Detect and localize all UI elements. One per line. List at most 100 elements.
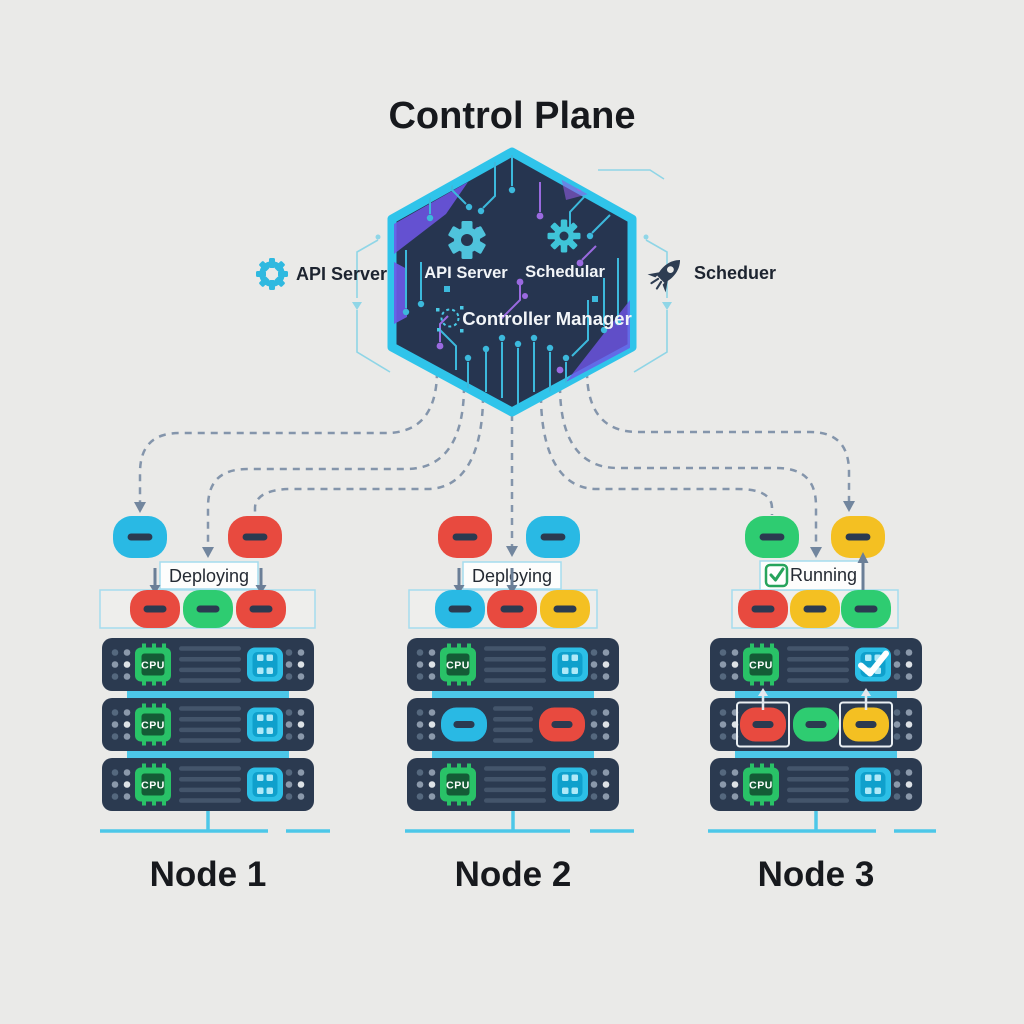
server-led-dot [111,673,119,680]
dashed-connector-node1-status [206,385,466,548]
vent-slot [179,766,241,771]
server-led-dot [602,781,610,788]
purple-wedge [566,300,630,382]
vent-slot [179,777,241,782]
echo-line [633,310,668,373]
server-led-dot [428,709,436,716]
vent-slot [179,727,241,733]
vent-slot [179,667,241,673]
server-led-dot [602,793,610,800]
dashed-connector-node3-pod2 [539,395,774,515]
server-led-dot [297,721,305,728]
vent-slot [484,766,546,771]
hexagon-border [387,147,637,417]
grid-chip-icon [247,767,283,802]
server-led-dot [111,793,119,800]
pod-dash-icon [196,605,220,613]
check-badge-icon [858,650,889,677]
server-led-dot [719,673,727,680]
server-led-dot [416,733,424,740]
pod-dash-icon [854,605,878,613]
server-unit: CPU [102,638,314,691]
right-annotation-label: Scheduer [694,263,776,283]
server-led-dot [719,661,727,668]
cpu-chip-icon: CPU [743,643,779,686]
server-led-dot [285,649,293,656]
grid-chip-icon [855,647,891,682]
vent-slot [179,798,241,803]
server-led-dot [416,649,424,656]
pod-dash-icon [448,605,472,613]
server-led-dot [111,733,119,740]
arrowhead-up-icon [857,552,869,563]
server-led-dot [416,721,424,728]
node-label: Node 3 [758,855,875,894]
dashed-gear-icon [436,306,464,333]
server-led-dot [893,781,901,788]
server-led-dot [416,709,424,716]
server-led-dot [905,769,913,776]
vent-slot [484,798,546,803]
server-led-dot [428,781,436,788]
server-led-dot [731,793,739,800]
vent-slot [179,646,241,651]
vent-slot [484,787,546,793]
server-led-dot [602,709,610,716]
echo-line [356,239,379,298]
echo-markers [352,234,672,310]
vent-slot [484,646,546,651]
control-plane-hexagon: API Server Schedular Controller Manager [352,147,672,417]
component-label-api-server: API Server [424,264,508,282]
node-label: Node 2 [455,855,572,894]
echo-arrow-icon [352,302,362,310]
status-label: Deploying [169,566,249,586]
server-led-dot [590,781,598,788]
vent-slot [787,678,849,683]
server-led-dot [123,661,131,668]
staging-pod [487,590,537,628]
server-led-dot [428,733,436,740]
server-led-dot [590,721,598,728]
rocket-icon [647,259,681,293]
server-led-dot [602,733,610,740]
server-unit [407,698,619,751]
grid-chip-icon [247,647,283,682]
checked-checkbox-icon [764,563,789,588]
vent-slot [484,657,546,662]
server-led-dot [590,649,598,656]
server-led-dot [111,769,119,776]
vent-slot [484,678,546,683]
server-pod [740,707,786,742]
server-led-dot [602,721,610,728]
server-led-dot [428,793,436,800]
staging-pod [841,590,891,628]
server-led-dot [285,733,293,740]
cpu-label: CPU [446,780,470,792]
circuit-pattern [394,155,630,404]
vent-slot [493,717,533,722]
cpu-label: CPU [749,660,773,672]
vent-slot [787,646,849,651]
pod-dash-icon [500,605,524,613]
incoming-pod [113,516,167,558]
arrowhead-down-icon [134,502,146,513]
server-led-dot [893,721,901,728]
vent-slot [179,657,241,662]
server-led-dot [590,769,598,776]
staging-pod [540,590,590,628]
server-led-dot [123,781,131,788]
vent-slot [787,787,849,793]
server-led-dot [111,649,119,656]
server-led-dot [111,721,119,728]
grid-chip-icon [247,707,283,742]
dashed-connector-node1-pod [138,370,439,503]
echo-line [598,169,665,180]
pod-dash-icon [553,605,577,613]
echo-dot [643,234,649,240]
pod-dash-icon [751,605,775,613]
page-title: Control Plane [388,95,635,137]
server-led-dot [905,733,913,740]
server-led-dot [590,733,598,740]
server-led-dot [590,793,598,800]
